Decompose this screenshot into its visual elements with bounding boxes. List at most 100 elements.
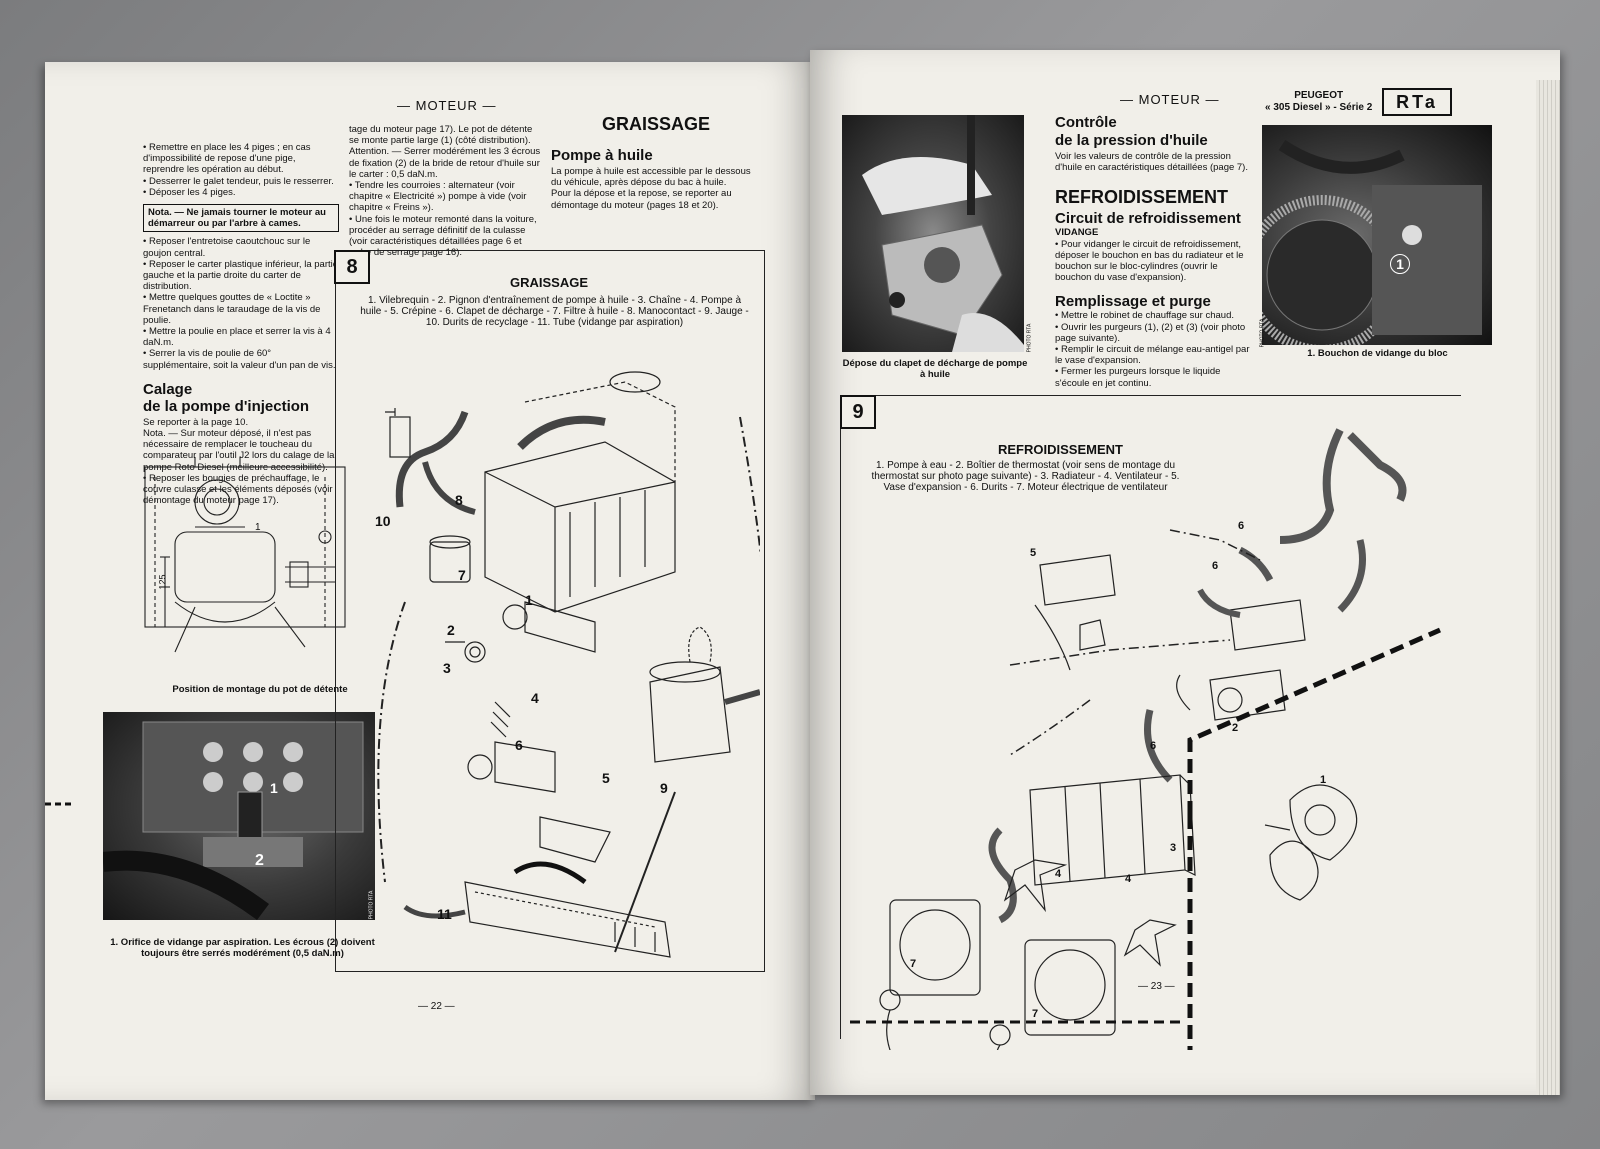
fig9-label-5: 5 bbox=[1030, 547, 1037, 559]
fig8-label-4: 4 bbox=[531, 690, 539, 706]
refroid-sub: Circuit de refroidissement bbox=[1055, 210, 1241, 228]
left-col2-para3: • Une fois le moteur remonté dans la voi… bbox=[349, 213, 537, 259]
remplissage-1: • Mettre le robinet de chauffage sur cha… bbox=[1055, 310, 1235, 322]
fig9-label-6b: 6 bbox=[1212, 560, 1219, 572]
fig8-label-8: 8 bbox=[455, 492, 463, 508]
fig8-label-10: 10 bbox=[375, 513, 391, 529]
controle-title-1: Contrôle bbox=[1055, 114, 1117, 131]
fig9-label-1: 1 bbox=[1320, 774, 1327, 786]
fig8-label-11: 11 bbox=[437, 906, 452, 922]
left-photo-label-1: 1 bbox=[270, 780, 278, 796]
right-photo-right-credit: PHOTO RTA bbox=[1259, 318, 1266, 348]
fig8-label-6: 6 bbox=[515, 737, 523, 753]
right-photo-left-drawing bbox=[862, 115, 1024, 352]
fig8-label-5: 5 bbox=[602, 770, 610, 786]
right-photo-right-drawing bbox=[1262, 139, 1482, 345]
figure-9-number: 9 bbox=[840, 395, 876, 429]
pot-detente-caption: Position de montage du pot de détente bbox=[172, 684, 348, 695]
left-col1-para8: • Serrer la vis de poulie de 60° supplém… bbox=[143, 348, 336, 371]
pompe-huile-para1: La pompe à huile est accessible par le d… bbox=[551, 166, 751, 189]
rta-logo: RTa bbox=[1382, 88, 1452, 116]
pompe-huile-para2: Pour la dépose et la repose, se reporter… bbox=[551, 188, 732, 211]
calage-title-1: Calage bbox=[143, 380, 193, 398]
brand-line2: « 305 Diesel » - Série 2 bbox=[1265, 102, 1373, 113]
left-col2-para1: tage du moteur page 17). Le pot de déten… bbox=[349, 124, 533, 147]
page-stack-edge bbox=[1536, 80, 1560, 1095]
left-dash-mark bbox=[45, 802, 75, 806]
right-page-number: — 23 — bbox=[1138, 981, 1175, 992]
pot-dim-1: 1 bbox=[255, 522, 261, 533]
controle-text: Voir les valeurs de contrôle de la press… bbox=[1055, 151, 1248, 174]
pot-dim-125: 125 bbox=[157, 574, 168, 590]
figure-9-frame bbox=[840, 395, 1461, 1039]
left-col1: • Remettre en place les 4 piges ; en cas… bbox=[143, 142, 339, 506]
graissage-title: GRAISSAGE bbox=[601, 114, 711, 134]
figure-8-legend: 1. Vilebrequin - 2. Pignon d'entraînemen… bbox=[360, 295, 749, 329]
right-mid-column: Contrôle de la pression d'huile Voir les… bbox=[1055, 114, 1255, 389]
figure-9-title: REFROIDISSEMENT bbox=[998, 442, 1123, 457]
left-col2-attention: Attention. — Serrer modérément les 3 écr… bbox=[349, 146, 541, 180]
figure-8-title: GRAISSAGE bbox=[510, 275, 589, 290]
fig8-label-7: 7 bbox=[458, 567, 466, 583]
remplissage-4: • Fermer les purgeurs lorsque le liquide… bbox=[1055, 366, 1221, 389]
pompe-huile-title: Pompe à huile bbox=[551, 147, 653, 164]
left-photo bbox=[103, 712, 375, 920]
remplissage-3: • Remplir le circuit de mélange eau-anti… bbox=[1055, 344, 1250, 367]
left-photo-label-2: 2 bbox=[255, 852, 264, 869]
nota-box: Nota. — Ne jamais tourner le moteur au d… bbox=[143, 204, 339, 233]
left-col1-para3: • Déposer les 4 piges. bbox=[143, 186, 236, 198]
right-page: — MOTEUR — PEUGEOT « 305 Diesel » - Séri… bbox=[810, 50, 1560, 1095]
refroid-title: REFROIDISSEMENT bbox=[1055, 187, 1229, 208]
right-photo-right bbox=[1262, 125, 1492, 345]
right-photo-label-1: 1 bbox=[1390, 254, 1410, 274]
fig8-label-3: 3 bbox=[443, 660, 451, 676]
vidange-label: VIDANGE bbox=[1055, 227, 1099, 239]
fig9-label-2: 2 bbox=[1232, 722, 1239, 734]
fig9-label-7b: 7 bbox=[1032, 1008, 1039, 1020]
left-photo-caption: 1. Orifice de vidange par aspiration. Le… bbox=[110, 937, 375, 959]
right-page-header: — MOTEUR — bbox=[1120, 92, 1220, 107]
fig8-label-2: 2 bbox=[447, 622, 455, 638]
right-photo-right-caption: 1. Bouchon de vidange du bloc bbox=[1307, 348, 1448, 359]
figure-9-drawing bbox=[850, 428, 1442, 1050]
left-col1-para2: • Desserrer le galet tendeur, puis le re… bbox=[143, 175, 334, 187]
fig8-label-1: 1 bbox=[525, 592, 533, 608]
fig9-label-4b: 4 bbox=[1125, 873, 1132, 885]
controle-title-2: de la pression d'huile bbox=[1055, 132, 1208, 149]
calage-ref: Se reporter à la page 10. bbox=[143, 416, 249, 428]
remplissage-2: • Ouvrir les purgeurs (1), (2) et (3) (v… bbox=[1055, 321, 1246, 344]
fig9-label-4a: 4 bbox=[1055, 868, 1062, 880]
nota-label: Nota. bbox=[148, 207, 172, 219]
left-col3: GRAISSAGE Pompe à huile La pompe à huile… bbox=[551, 114, 761, 211]
fig8-label-9: 9 bbox=[660, 780, 668, 796]
figure-8-frame bbox=[335, 250, 765, 972]
fig9-label-7a: 7 bbox=[910, 958, 917, 970]
left-col2: tage du moteur page 17). Le pot de déten… bbox=[349, 124, 541, 258]
left-col1-para7: • Mettre la poulie en place et serrer la… bbox=[143, 326, 331, 349]
left-col1-para1: • Remettre en place les 4 piges ; en cas… bbox=[143, 142, 311, 176]
left-col2-para2: • Tendre les courroies : alternateur (vo… bbox=[349, 180, 527, 214]
nota-text: — Ne jamais tourner le moteur au démarre… bbox=[148, 207, 326, 230]
left-page-header: — MOTEUR — bbox=[397, 98, 497, 113]
left-photo-drawing bbox=[103, 721, 364, 920]
brand-line1: PEUGEOT bbox=[1294, 90, 1344, 101]
calage-para: • Reposer les bougies de préchauffage, l… bbox=[143, 472, 333, 507]
right-photo-left bbox=[842, 115, 1024, 352]
calage-title-2: de la pompe d'injection bbox=[143, 397, 310, 415]
figure-8-number: 8 bbox=[334, 250, 370, 284]
figure-8-drawing bbox=[377, 371, 760, 958]
left-col1-para6: • Mettre quelques gouttes de « Loctite »… bbox=[143, 292, 321, 326]
left-col1-para4: • Reposer l'entretoise caoutchouc sur le… bbox=[143, 236, 311, 259]
fig9-label-6c: 6 bbox=[1150, 740, 1157, 752]
left-page: — MOTEUR — • Remettre en place les 4 pig… bbox=[45, 62, 815, 1100]
right-photo-left-caption: Dépose du clapet de décharge de pompe à … bbox=[842, 358, 1028, 380]
brand-block: PEUGEOT « 305 Diesel » - Série 2 bbox=[1265, 90, 1372, 114]
vidange-text: • Pour vidanger le circuit de refroidiss… bbox=[1055, 238, 1244, 284]
left-page-number: — 22 — bbox=[418, 1001, 455, 1012]
fig9-label-6a: 6 bbox=[1238, 520, 1245, 532]
left-col1-para5: • Reposer le carter plastique inférieur,… bbox=[143, 258, 339, 293]
remplissage-title: Remplissage et purge bbox=[1055, 293, 1211, 311]
pot-detente-drawing bbox=[144, 457, 346, 653]
figure-9-legend: 1. Pompe à eau - 2. Boîtier de thermosta… bbox=[871, 460, 1180, 494]
fig9-label-3: 3 bbox=[1170, 842, 1177, 854]
